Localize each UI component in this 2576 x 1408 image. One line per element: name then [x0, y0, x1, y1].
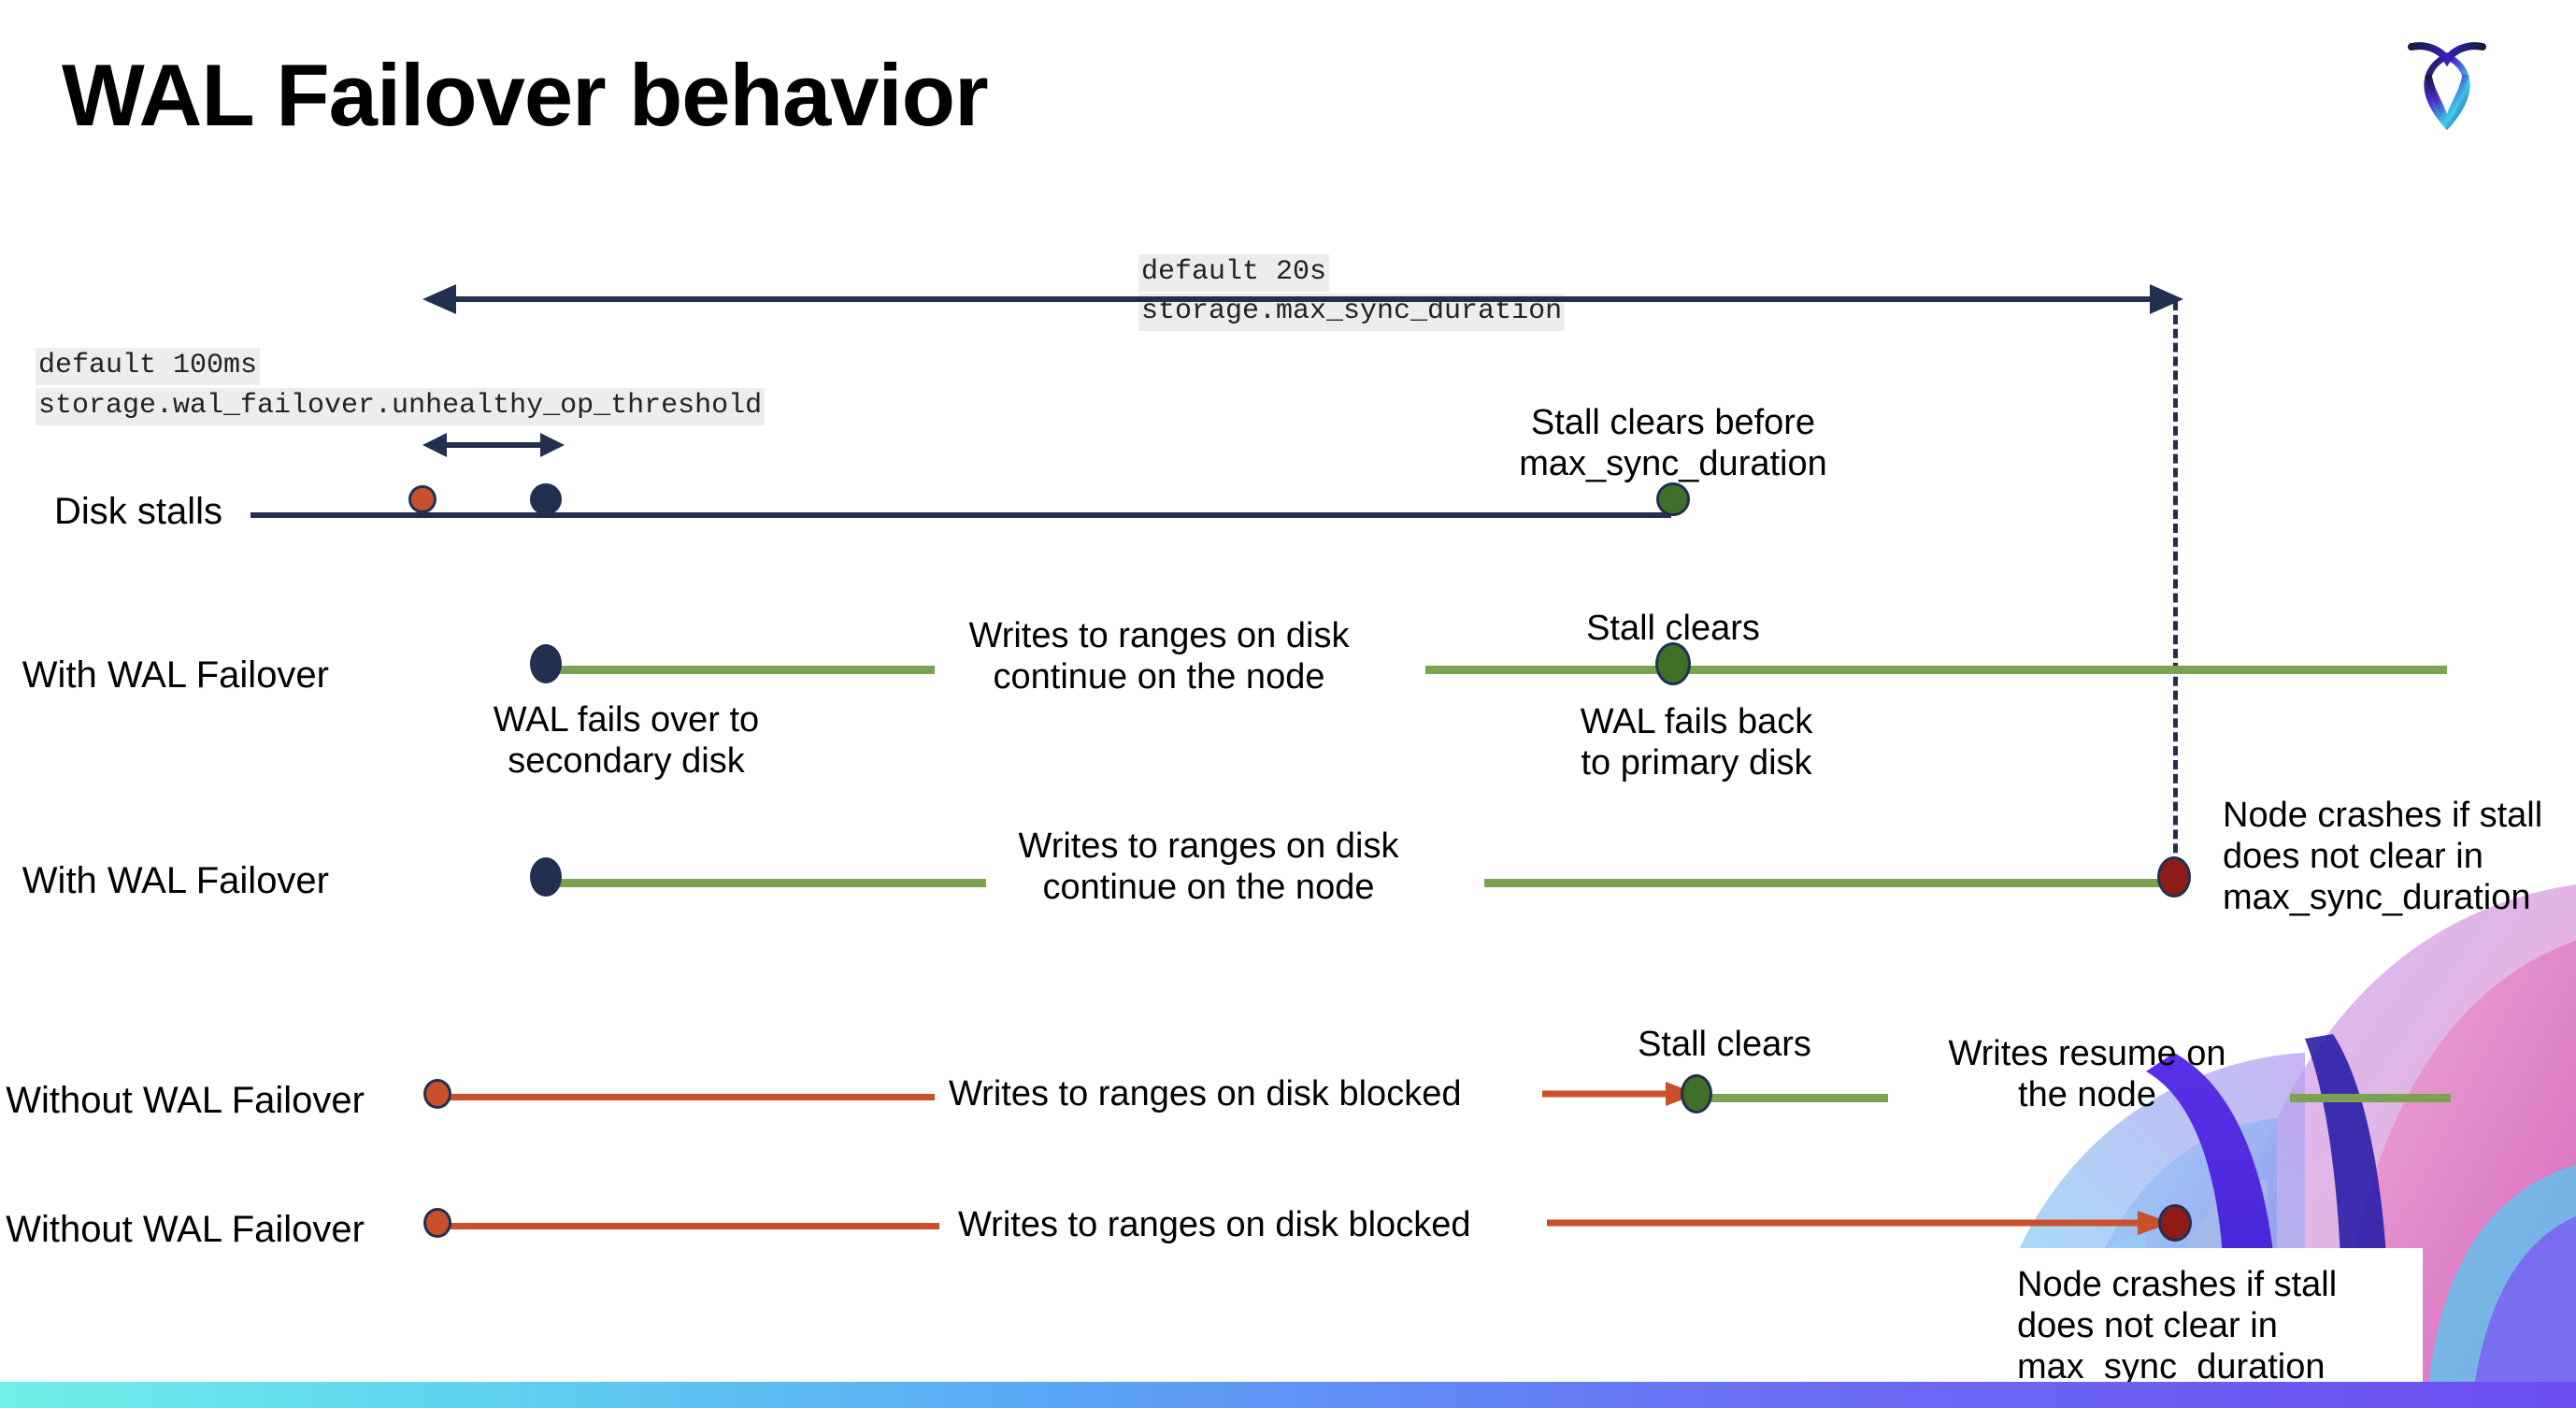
- row-label-with-wal-failover-crash: With WAL Failover: [21, 860, 329, 901]
- disk-stall-clear-marker: [1656, 482, 1690, 516]
- stall-clear-marker-row2: [1655, 642, 1691, 685]
- with-failover-crash-timeline-left: [542, 879, 986, 887]
- disk-stall-start-marker-row4: [423, 1079, 451, 1109]
- max-sync-duration-span-arrow: [422, 279, 2183, 320]
- annotation-writes-blocked-2: Writes to ranges on disk blocked: [958, 1205, 1471, 1244]
- cockroachdb-logo: [2391, 28, 2503, 150]
- bottom-gradient-bar: [0, 1382, 2576, 1408]
- annotation-stall-clears-before: Stall clears before max_sync_duration: [1519, 403, 1827, 484]
- annotation-stall-clears-1: Stall clears: [1586, 609, 1760, 648]
- annotation-wal-fails-back: WAL fails back to primary disk: [1580, 702, 1813, 783]
- without-failover-crash-arrow: [1547, 1206, 2171, 1240]
- node-crash-marker-row5: [2158, 1204, 2192, 1242]
- unhealthy-op-setting-label: storage.wal_failover.unhealthy_op_thresh…: [36, 388, 766, 425]
- disk-stall-start-marker-row5: [423, 1208, 451, 1238]
- annotation-node-crashes-1: Node crashes if stall does not clear in …: [2223, 796, 2543, 918]
- wal-failover-marker: [530, 644, 562, 683]
- annotation-stall-clears-2: Stall clears: [1638, 1025, 1811, 1064]
- max-sync-duration-boundary-dashed-line: [2173, 301, 2178, 881]
- annotation-writes-continue-2: Writes to ranges on disk continue on the…: [1018, 826, 1399, 908]
- wal-failover-marker-row3: [530, 857, 562, 897]
- annotation-writes-continue-1: Writes to ranges on disk continue on the…: [968, 616, 1350, 697]
- without-failover-blocked-arrow: [1542, 1077, 1697, 1111]
- without-failover-blocked-timeline-left: [430, 1094, 935, 1100]
- page-title: WAL Failover behavior: [62, 46, 989, 144]
- with-failover-crash-timeline-right: [1484, 879, 2178, 887]
- node-crash-marker-row3: [2157, 856, 2191, 898]
- disk-stall-start-marker: [408, 485, 436, 513]
- unhealthy-op-threshold-span-arrow: [422, 428, 565, 462]
- annotation-writes-blocked-1: Writes to ranges on disk blocked: [949, 1074, 1462, 1113]
- annotation-wal-fails-over: WAL fails over to secondary disk: [493, 700, 760, 782]
- without-failover-resume-timeline-2: [2290, 1094, 2451, 1102]
- row-label-with-wal-failover-clears: With WAL Failover: [21, 654, 329, 696]
- disk-stall-unhealthy-marker: [530, 483, 562, 515]
- node-crash-annotation-card: [1974, 1248, 2423, 1408]
- with-failover-timeline-left: [542, 666, 935, 674]
- unhealthy-op-default-label: default 100ms: [36, 348, 261, 385]
- max-sync-default-label: default 20s: [1138, 254, 1330, 292]
- row-label-without-wal-failover-crash: Without WAL Failover: [6, 1209, 365, 1250]
- stall-clear-marker-row4: [1681, 1074, 1712, 1113]
- disk-stalls-timeline: [250, 512, 1671, 518]
- with-failover-timeline-right: [1425, 666, 2447, 674]
- row-label-disk-stalls: Disk stalls: [53, 491, 222, 532]
- without-failover-resume-timeline-1: [1710, 1094, 1888, 1102]
- annotation-node-crashes-2: Node crashes if stall does not clear in …: [2017, 1265, 2338, 1387]
- row-label-without-wal-failover-clears: Without WAL Failover: [6, 1080, 365, 1121]
- annotation-writes-resume: Writes resume on the node: [1948, 1034, 2226, 1115]
- without-failover-crash-timeline-left: [430, 1223, 939, 1229]
